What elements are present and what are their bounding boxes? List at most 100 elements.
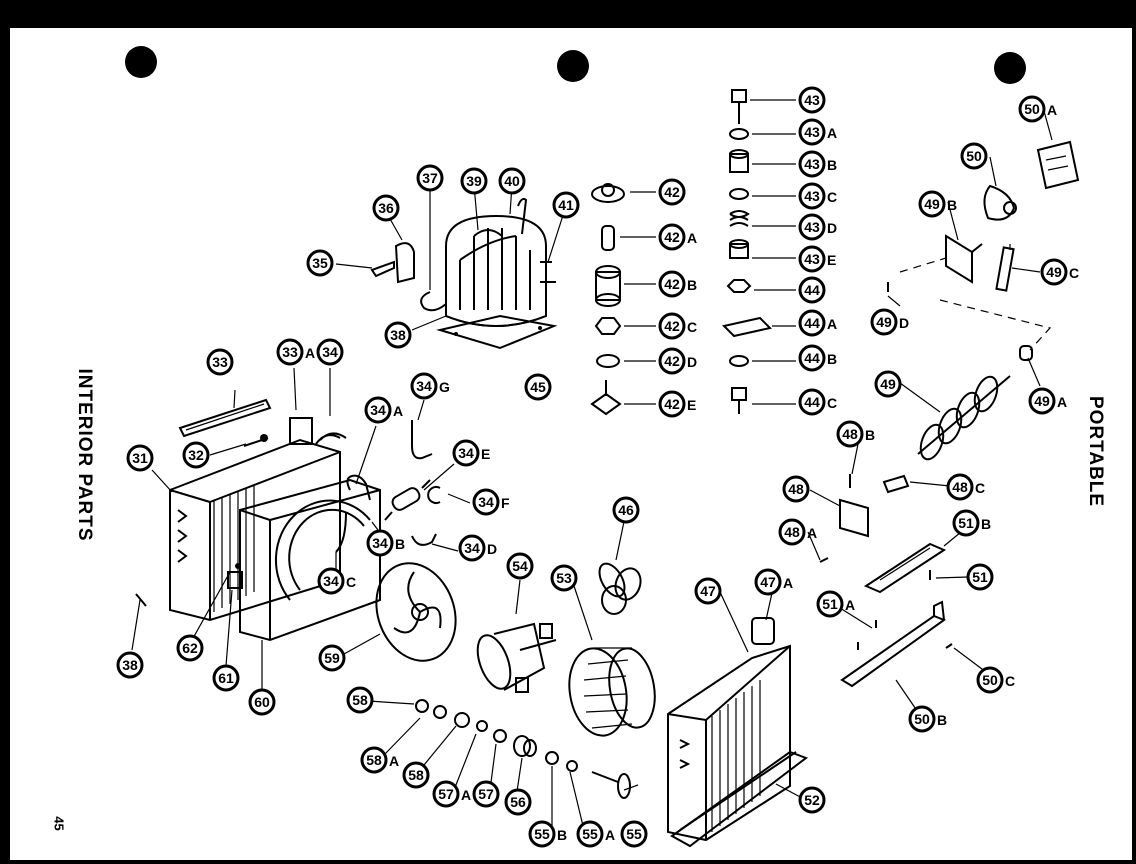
callout-suffix: B — [937, 712, 947, 728]
part-49c-strip — [995, 246, 1015, 292]
part-48-bracket — [839, 498, 869, 538]
part-34e-drier — [384, 479, 431, 521]
callout-58: 58 — [402, 761, 430, 789]
callout-circle — [576, 820, 604, 848]
callout-circle — [318, 644, 346, 672]
callout-45: 45 — [524, 373, 552, 401]
callout-suffix: A — [1057, 394, 1067, 410]
callout-number: 38 — [122, 657, 138, 673]
callout-number: 42 — [664, 353, 680, 369]
callout-circle — [798, 344, 826, 372]
callout-circle — [658, 347, 686, 375]
leader-lines — [131, 99, 796, 690]
callout-number: 43 — [804, 156, 820, 172]
callout-number: 48 — [952, 479, 968, 495]
callout-number: 37 — [422, 170, 438, 186]
part-59-blower-wheel — [375, 562, 457, 662]
callout-number: 55 — [534, 826, 550, 842]
callout-suffix: D — [899, 315, 909, 331]
part-43a-washer — [729, 128, 749, 140]
callout-circle — [317, 567, 345, 595]
callout-61: 61 — [212, 664, 240, 692]
callout-circle — [778, 518, 806, 546]
callout-number: 34 — [458, 445, 474, 461]
callout-number: 50 — [914, 711, 930, 727]
callout-number: 49 — [1046, 264, 1062, 280]
callout-number: 39 — [466, 173, 482, 189]
callout-34: 34 — [316, 338, 344, 366]
callout-circle — [276, 338, 304, 366]
callout-number: 61 — [218, 670, 234, 686]
binder-hole-right — [994, 52, 1026, 84]
callout-circle — [306, 249, 334, 277]
callout-suffix: D — [827, 220, 837, 236]
part-43c-washer — [729, 188, 749, 200]
callout-circle — [816, 590, 844, 618]
callout-suffix: B — [827, 351, 837, 367]
callout-number: 42 — [664, 318, 680, 334]
callout-circle — [976, 666, 1004, 694]
callout-circle — [460, 167, 488, 195]
callout-54: 54 — [506, 552, 534, 580]
callout-circle — [472, 488, 500, 516]
callout-circle — [346, 686, 374, 714]
part-49-fan-blades — [917, 375, 1011, 461]
callout-circle — [960, 142, 988, 170]
part-42a-spacer — [601, 225, 615, 251]
leader-lines-right — [343, 110, 1053, 831]
callout-suffix: A — [393, 403, 403, 419]
part-49b-bracket — [945, 234, 983, 284]
callout-circle — [384, 321, 412, 349]
callout-suffix: A — [807, 525, 817, 541]
part-43b-bushing — [729, 149, 749, 173]
callout-circle — [550, 564, 578, 592]
part-44-nut — [726, 279, 752, 293]
callout-number: 62 — [182, 640, 198, 656]
callout-circle — [182, 441, 210, 469]
callout-circle — [366, 529, 394, 557]
callout-number: 48 — [842, 426, 858, 442]
part-42d-washer — [596, 354, 620, 368]
callout-43: 43 — [798, 86, 826, 114]
callout-56: 56 — [504, 788, 532, 816]
callout-number: 57 — [438, 786, 454, 802]
callout-number: 48 — [788, 481, 804, 497]
callout-number: 44 — [804, 350, 820, 366]
callout-circle — [754, 568, 782, 596]
callout-number: 31 — [132, 450, 148, 466]
part-35-clip — [370, 260, 395, 278]
part-34b-tube — [335, 511, 347, 553]
callout-circle — [1040, 258, 1068, 286]
callout-number: 35 — [312, 255, 328, 271]
part-48a-screw — [819, 557, 829, 563]
callout-circle — [1018, 95, 1046, 123]
callout-number: 46 — [618, 502, 634, 518]
callout-46: 46 — [612, 496, 640, 524]
callout-circle — [472, 780, 500, 808]
callout-suffix: B — [981, 516, 991, 532]
callout-suffix: A — [1047, 102, 1057, 118]
part-50b-rail — [840, 600, 947, 688]
callout-circle — [176, 634, 204, 662]
part-42e-bolt — [590, 380, 622, 416]
callout-number: 58 — [352, 692, 368, 708]
callout-49c: 49 C — [1040, 258, 1079, 286]
callout-circle — [360, 746, 388, 774]
part-50-motor — [983, 184, 1017, 221]
callout-number: 42 — [664, 276, 680, 292]
callout-number: 50 — [1024, 101, 1040, 117]
callout-suffix: B — [557, 827, 567, 843]
callout-circle — [316, 338, 344, 366]
callout-number: 55 — [626, 826, 642, 842]
callout-suffix: C — [1069, 265, 1079, 281]
callout-55: 55 — [620, 820, 648, 848]
